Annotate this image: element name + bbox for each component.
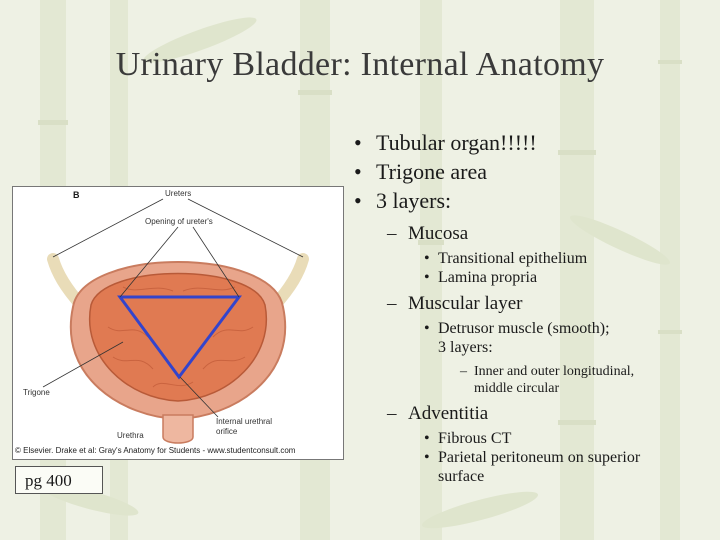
adventitia-item-2: Parietal peritoneum on superior surface (352, 448, 712, 486)
label-opening-ureters: Opening of ureter's (145, 217, 213, 226)
muscular-item: Detrusor muscle (smooth); 3 layers: (352, 319, 712, 357)
adventitia-item-2-line1: Parietal peritoneum on superior (438, 449, 641, 466)
bullet-tubular-organ: Tubular organ!!!!! (352, 128, 712, 157)
outline: Tubular organ!!!!! Trigone area 3 layers… (352, 128, 712, 486)
bladder-illustration (42, 198, 309, 444)
figure-copyright: © Elsevier. Drake et al: Gray's Anatomy … (15, 446, 296, 455)
layer-adventitia: Adventitia (352, 401, 712, 427)
bullet-three-layers: 3 layers: (352, 186, 712, 215)
figure-panel-letter: B (73, 190, 80, 200)
muscular-item-line2: 3 layers: (438, 339, 493, 356)
mucosa-item-2: Lamina propria (352, 268, 712, 287)
layer-muscular: Muscular layer (352, 291, 712, 317)
label-internal-orifice-2: orifice (216, 427, 238, 436)
adventitia-item-2-line2: surface (438, 468, 485, 485)
mucosa-item-1: Transitional epithelium (352, 249, 712, 268)
page-reference: pg 400 (15, 466, 103, 494)
label-ureters: Ureters (165, 189, 192, 198)
slide-title: Urinary Bladder: Internal Anatomy (115, 46, 605, 83)
layer-mucosa: Mucosa (352, 221, 712, 247)
bladder-figure: B Ureters Opening of ureter's Trigone Ur… (12, 186, 344, 460)
muscular-subitem-line2: middle circular (474, 381, 560, 396)
muscular-subitem-line1: Inner and outer longitudinal, (474, 364, 635, 379)
muscular-item-line1: Detrusor muscle (smooth); (438, 320, 610, 337)
muscular-subitem: Inner and outer longitudinal, middle cir… (352, 363, 712, 397)
label-trigone: Trigone (23, 388, 50, 397)
bullet-trigone-area: Trigone area (352, 157, 712, 186)
label-urethra: Urethra (117, 431, 144, 440)
adventitia-item-1: Fibrous CT (352, 429, 712, 448)
label-internal-orifice-1: Internal urethral (216, 417, 273, 426)
